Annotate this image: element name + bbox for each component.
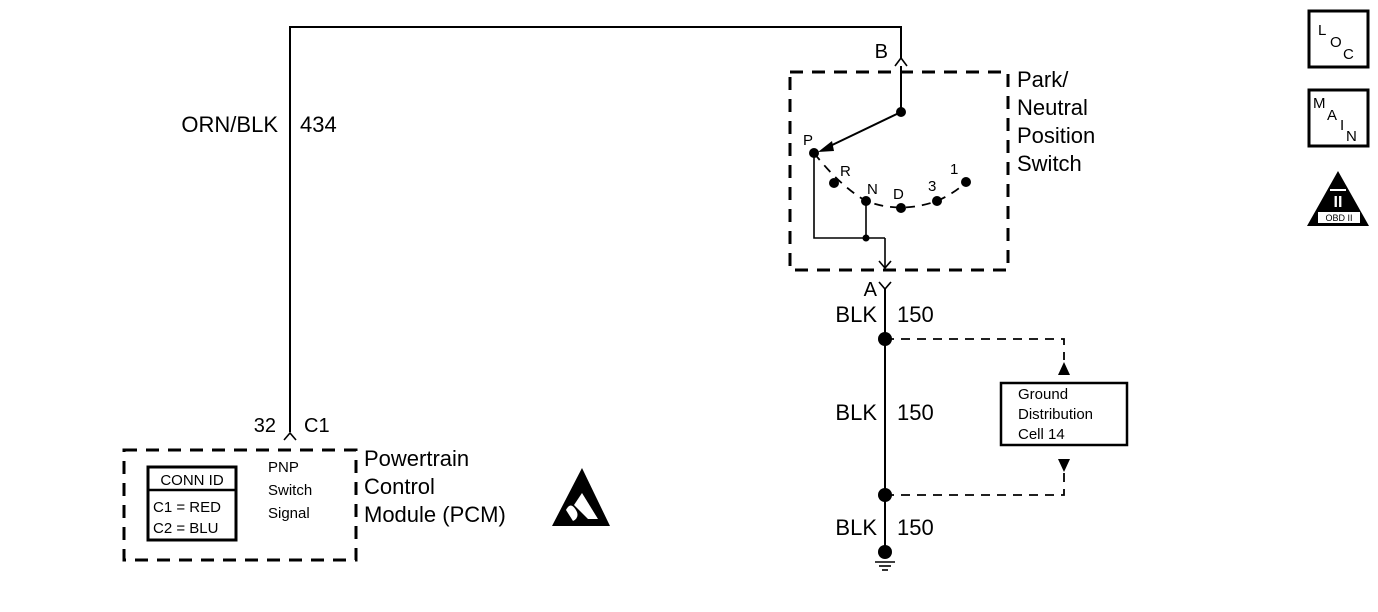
esd-warning-icon xyxy=(552,468,610,526)
main-icon-letter-2: A xyxy=(1327,107,1337,124)
switch-arm xyxy=(827,111,902,148)
terminal-b-connector-symbol xyxy=(894,56,908,67)
pnp-switch-name-line-4: Switch xyxy=(1017,151,1082,176)
wire-434-color: ORN/BLK xyxy=(181,112,278,137)
wire-150-color-1: BLK xyxy=(835,302,877,327)
obd-ii-numeral: II xyxy=(1334,194,1343,211)
ground-cell-reference: Ground Distribution Cell 14 xyxy=(885,338,1129,496)
position-label-r: R xyxy=(840,163,851,180)
wire-150 xyxy=(878,289,892,559)
conn-id-table: CONN ID C1 = RED C2 = BLU xyxy=(146,465,238,542)
position-label-3: 3 xyxy=(928,178,936,195)
contact-1 xyxy=(961,177,971,187)
obd-ii-label: OBD II xyxy=(1325,213,1352,223)
ground-cell-line-2: Distribution xyxy=(1018,406,1093,423)
pcm-connector-id: C1 xyxy=(304,415,330,437)
contact-d xyxy=(896,203,906,213)
pcm-signal-line-1: PNP xyxy=(268,459,299,476)
contact-r xyxy=(829,178,839,188)
main-icon[interactable]: M A I N xyxy=(1307,88,1370,148)
pnp-switch-contacts xyxy=(809,66,971,270)
terminal-b-label: B xyxy=(875,41,888,63)
pnp-switch-outline xyxy=(788,70,1010,272)
pcm-c1-connector-symbol xyxy=(283,431,297,441)
pcm-signal-line-2: Switch xyxy=(268,482,312,499)
wire-434-circuit: 434 xyxy=(300,112,337,137)
terminal-a-connector-symbol xyxy=(878,281,892,291)
obd-ii-icon[interactable]: II OBD II xyxy=(1307,171,1369,226)
position-label-n: N xyxy=(867,181,878,198)
wire-150-circuit-1: 150 xyxy=(897,302,934,327)
conn-id-row-2: C2 = BLU xyxy=(153,520,218,537)
main-icon-letter-4: N xyxy=(1346,128,1357,145)
wire-150-circuit-2: 150 xyxy=(897,400,934,425)
wire-434 xyxy=(283,26,908,441)
pcm-name-line-1: Powertrain xyxy=(364,446,469,471)
ground-point xyxy=(878,545,892,559)
position-label-1: 1 xyxy=(950,161,958,178)
pnp-switch-name: Park/ Neutral Position Switch xyxy=(1017,67,1095,176)
conn-id-title: CONN ID xyxy=(160,472,224,489)
pcm-signal-label: PNP Switch Signal xyxy=(268,459,312,522)
pcm-name-line-2: Control xyxy=(364,474,435,499)
switch-position-labels: P R N D 3 1 xyxy=(803,132,958,203)
position-label-d: D xyxy=(893,186,904,203)
pnp-switch-name-line-1: Park/ xyxy=(1017,67,1069,92)
loc-icon-letter-1: L xyxy=(1318,22,1326,39)
main-icon-letter-1: M xyxy=(1313,95,1326,112)
ground-cell-line-1: Ground xyxy=(1018,386,1068,403)
loc-icon-letter-3: C xyxy=(1343,46,1354,63)
pcm-outline xyxy=(122,448,358,562)
ground-icon xyxy=(875,561,895,571)
ground-cell-line-3: Cell 14 xyxy=(1018,426,1065,443)
wire-150-circuit-3: 150 xyxy=(897,515,934,540)
position-label-p: P xyxy=(803,132,813,149)
conn-id-row-1: C1 = RED xyxy=(153,499,221,516)
loc-icon[interactable]: L O C xyxy=(1307,9,1370,69)
terminal-a-label: A xyxy=(864,279,878,301)
pcm-name-line-3: Module (PCM) xyxy=(364,502,506,527)
wire-150-color-3: BLK xyxy=(835,515,877,540)
pnp-switch-name-line-3: Position xyxy=(1017,123,1095,148)
wire-150-color-2: BLK xyxy=(835,400,877,425)
pcm-name: Powertrain Control Module (PCM) xyxy=(364,446,506,527)
ground-cell-box xyxy=(999,381,1129,447)
main-icon-letter-3: I xyxy=(1340,117,1344,134)
contact-3 xyxy=(932,196,942,206)
pcm-signal-line-3: Signal xyxy=(268,505,310,522)
pnp-switch-name-line-2: Neutral xyxy=(1017,95,1088,120)
pcm-pin-number: 32 xyxy=(254,415,276,437)
loc-icon-letter-2: O xyxy=(1330,34,1342,51)
